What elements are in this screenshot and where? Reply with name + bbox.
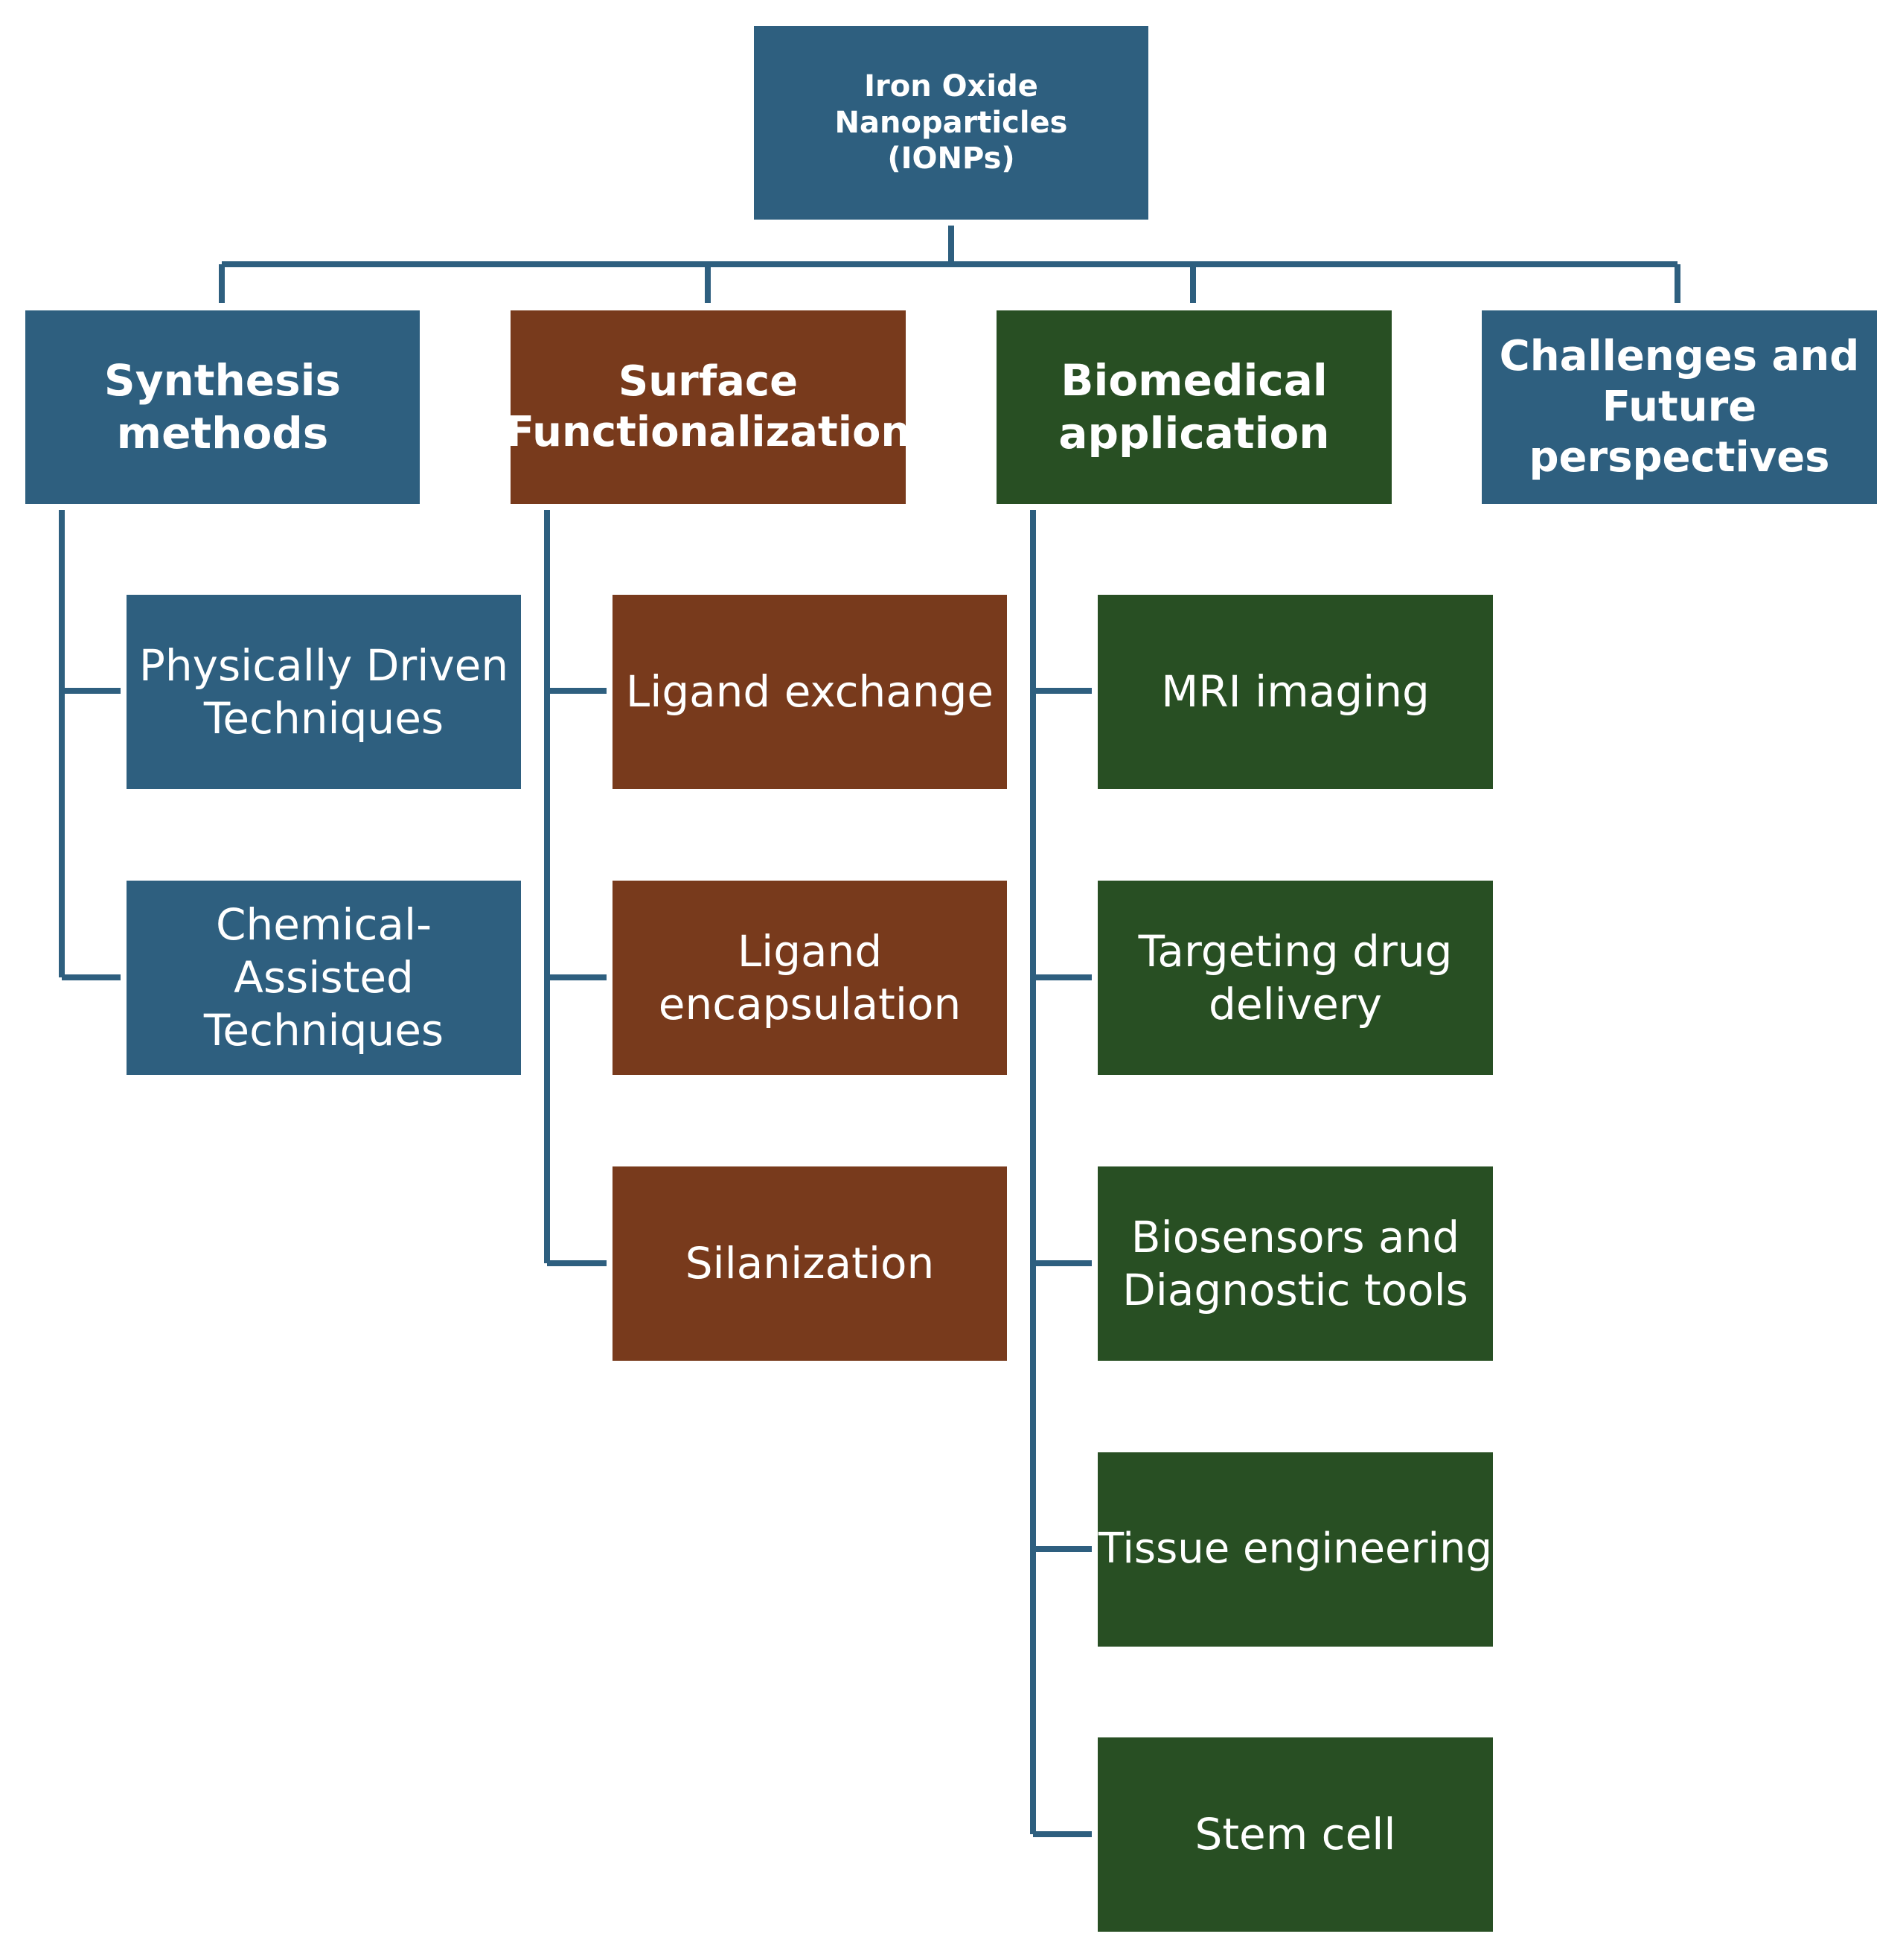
surface-ligand-encapsulation: Ligand encapsulation — [613, 881, 1007, 1075]
sub-node-label: Physically Driven Techniques — [138, 639, 509, 744]
biomedical-biosensors-diagnostic-tools: Biosensors and Diagnostic tools — [1098, 1166, 1493, 1361]
sub-node-label: Silanization — [685, 1238, 935, 1289]
biomedical-mri-imaging: MRI imaging — [1098, 595, 1493, 789]
branch-challenges-future-perspectives: Challenges and Future perspectives — [1482, 310, 1877, 504]
branch-surface-functionalization: Surface Functionalization — [506, 310, 910, 504]
synthesis-chemical-assisted-techniques: Chemical- Assisted Techniques — [127, 881, 521, 1075]
biomedical-targeting-drug-delivery: Targeting drug delivery — [1098, 881, 1493, 1075]
branch-biomedical-application: Biomedical application — [997, 310, 1392, 504]
root-node-label: Iron Oxide Nanoparticles (IONPs) — [834, 68, 1068, 176]
branch-label: Challenges and Future perspectives — [1499, 331, 1860, 482]
sub-node-label: Biosensors and Diagnostic tools — [1122, 1211, 1468, 1315]
sub-node-label: Ligand encapsulation — [658, 925, 962, 1030]
surface-silanization: Silanization — [613, 1166, 1007, 1361]
branch-label: Biomedical application — [1058, 355, 1330, 459]
root-node: Iron Oxide Nanoparticles (IONPs) — [754, 26, 1148, 220]
surface-ligand-exchange: Ligand exchange — [613, 595, 1007, 789]
branch-synthesis-methods: Synthesis methods — [25, 310, 420, 504]
sub-node-label: Stem cell — [1194, 1809, 1396, 1860]
sub-node-label: Ligand exchange — [625, 666, 994, 718]
sub-node-label: Targeting drug delivery — [1138, 925, 1453, 1030]
biomedical-stem-cell: Stem cell — [1098, 1737, 1493, 1932]
sub-node-label: Chemical- Assisted Techniques — [203, 899, 444, 1056]
sub-node-label: MRI imaging — [1161, 666, 1430, 718]
sub-node-label: Tissue engineering — [1098, 1525, 1493, 1574]
synthesis-physically-driven-techniques: Physically Driven Techniques — [127, 595, 521, 789]
branch-label: Synthesis methods — [103, 355, 342, 459]
biomedical-tissue-engineering: Tissue engineering — [1098, 1452, 1493, 1647]
branch-label: Surface Functionalization — [505, 357, 911, 456]
